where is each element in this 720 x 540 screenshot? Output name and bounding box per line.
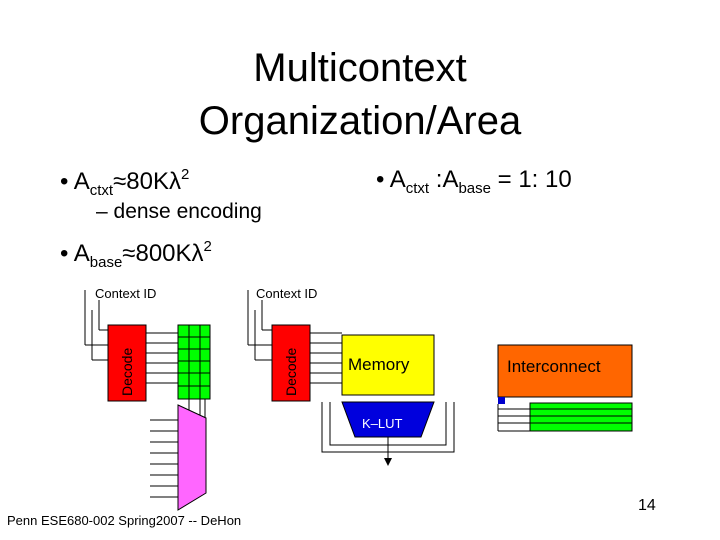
interconnect-label: Interconnect xyxy=(507,357,601,376)
area-value: 80K xyxy=(126,168,169,195)
area-symbol: A xyxy=(389,166,406,193)
mux-input-lines xyxy=(150,419,178,498)
area-subscript-base: base xyxy=(458,180,491,197)
slide-title-line-1: Multicontext xyxy=(253,46,467,90)
approx-symbol: ≈ xyxy=(113,168,127,195)
decode-block-right xyxy=(271,324,311,402)
bullet-base-area: • Abase≈800Kλ2 xyxy=(60,238,212,271)
k-lut-block xyxy=(341,401,435,438)
interconnect-config-bits xyxy=(529,402,633,432)
area-subscript: base xyxy=(89,254,123,271)
decode-label-right: Decode xyxy=(283,348,299,396)
decode-block-left xyxy=(107,324,147,402)
sub-bullet-dense-encoding: – dense encoding xyxy=(96,200,262,223)
decode-label-left: Decode xyxy=(119,348,135,396)
context-id-lines-right xyxy=(247,290,272,361)
context-memory-grid-lines xyxy=(178,325,210,399)
memory-block xyxy=(341,334,435,396)
page-number: 14 xyxy=(638,497,656,514)
output-arrow-icon xyxy=(384,458,392,466)
ratio-separator: :A xyxy=(429,166,459,193)
exponent: 2 xyxy=(180,166,190,183)
k-lut-label: K–LUT xyxy=(362,416,403,431)
k-lut-input-lines xyxy=(321,402,455,453)
bullet-area-ratio: • Actxt :Abase = 1: 10 xyxy=(376,166,572,197)
bullet-dot: • xyxy=(60,168,69,195)
context-memory-grid xyxy=(177,324,211,400)
context-id-label-left: Context ID xyxy=(95,286,156,301)
lambda-symbol: λ xyxy=(191,240,204,267)
memory-label: Memory xyxy=(348,355,410,374)
area-subscript-ctxt: ctxt xyxy=(405,180,430,197)
slide-title-line-2: Organization/Area xyxy=(198,99,522,143)
area-symbol: A xyxy=(73,168,90,195)
bullet-dot: • xyxy=(60,240,69,267)
interconnect-config-lines xyxy=(497,403,632,432)
interconnect-block xyxy=(497,344,633,398)
context-id-label-right: Context ID xyxy=(256,286,317,301)
area-symbol: A xyxy=(73,240,90,267)
context-id-lines-left xyxy=(84,290,108,361)
footer-text: Penn ESE680-002 Spring2007 -- DeHon xyxy=(7,513,242,528)
exponent: 2 xyxy=(203,238,212,255)
area-subscript: ctxt xyxy=(89,182,114,199)
approx-symbol: ≈ xyxy=(122,240,136,267)
ratio-value: = 1: 10 xyxy=(490,166,572,193)
area-value: 800K xyxy=(135,240,192,267)
decode-output-lines-right xyxy=(310,332,342,384)
bullet-dot: • xyxy=(376,166,385,193)
lambda-symbol: λ xyxy=(168,168,181,195)
interconnect-corner-square xyxy=(498,397,505,404)
decode-output-lines-left xyxy=(146,332,178,384)
bullet-ctxt-area: • Actxt≈80Kλ2 xyxy=(60,166,189,199)
context-mux xyxy=(177,404,207,511)
